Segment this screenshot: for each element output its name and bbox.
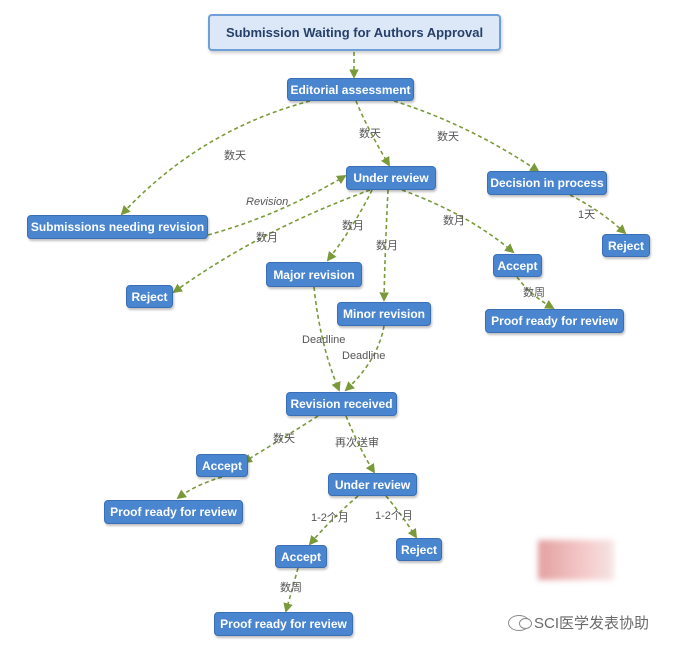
edge-label-days: 数天 bbox=[437, 131, 459, 143]
edge-editorial-to-under-review bbox=[355, 100, 390, 167]
edge-revision-received-to-under-review-2 bbox=[345, 415, 376, 474]
edge-label-resubmit: 再次送审 bbox=[335, 437, 379, 449]
node-accept-2: Accept bbox=[196, 454, 248, 477]
edge-minor-to-revision-received bbox=[344, 325, 385, 392]
edge-revision-received-to-accept bbox=[242, 415, 319, 464]
node-reject-left: Reject bbox=[126, 285, 173, 308]
edge-under-review-to-minor bbox=[379, 189, 389, 302]
edge-accept-2-to-proof bbox=[176, 476, 223, 500]
node-reject-decision: Reject bbox=[602, 234, 650, 257]
node-major-revision: Major revision bbox=[266, 262, 362, 287]
node-under-review-2: Under review bbox=[328, 473, 417, 496]
edge-label-deadline: Deadline bbox=[302, 334, 346, 346]
edge-label-months: 数月 bbox=[376, 240, 398, 252]
edge-label-one-day: 1天 bbox=[578, 209, 596, 221]
edge-label-weeks: 数周 bbox=[280, 582, 302, 594]
watermark-text: SCI医学发表协助 bbox=[534, 615, 650, 632]
edge-editorial-to-submissions-revision bbox=[120, 100, 311, 216]
edge-label-revision: Revision bbox=[246, 196, 289, 208]
blurred-redaction bbox=[538, 540, 614, 580]
edge-label-months: 数月 bbox=[342, 220, 364, 232]
node-reject-bottom: Reject bbox=[396, 538, 442, 561]
root-node-awaiting-approval: Submission Waiting for Authors Approval bbox=[208, 14, 501, 51]
edge-editorial-to-decision bbox=[393, 100, 540, 173]
edge-label-weeks: 数周 bbox=[523, 287, 545, 299]
edge-label-days: 数天 bbox=[359, 128, 381, 140]
node-proof-ready-2: Proof ready for review bbox=[104, 500, 243, 524]
edge-submissions-to-under-review bbox=[207, 175, 347, 236]
edge-label-months: 数月 bbox=[443, 215, 465, 227]
wechat-icon bbox=[508, 614, 532, 631]
edge-label-1-2-months: 1-2个月 bbox=[375, 510, 413, 522]
node-accept-3: Accept bbox=[275, 545, 327, 568]
edge-under-review-to-reject bbox=[172, 189, 371, 294]
edge-label-deadline: Deadline bbox=[342, 350, 386, 362]
node-under-review: Under review bbox=[346, 166, 436, 190]
edge-label-1-2-months: 1-2个月 bbox=[311, 512, 349, 524]
node-accept-1: Accept bbox=[493, 254, 542, 277]
node-proof-ready-3: Proof ready for review bbox=[214, 612, 353, 636]
edge-under-review-to-major bbox=[326, 189, 373, 262]
node-revision-received: Revision received bbox=[286, 392, 397, 416]
node-minor-revision: Minor revision bbox=[337, 302, 431, 326]
edge-label-months: 数月 bbox=[256, 232, 278, 244]
edge-accept-3-to-proof bbox=[283, 567, 299, 613]
edge-label-days: 数天 bbox=[224, 150, 246, 162]
node-editorial-assessment: Editorial assessment bbox=[287, 78, 414, 101]
edge-accept-to-proof bbox=[516, 276, 555, 309]
watermark: SCI医学发表协助 bbox=[508, 612, 649, 633]
node-decision-in-process: Decision in process bbox=[487, 171, 607, 195]
node-submissions-needing-revision: Submissions needing revision bbox=[27, 215, 208, 239]
edge-under-review-2-to-accept-3 bbox=[308, 495, 359, 546]
edge-label-days: 数天 bbox=[273, 433, 295, 445]
node-proof-ready-1: Proof ready for review bbox=[485, 309, 624, 333]
edge-under-review-to-accept bbox=[401, 189, 515, 254]
